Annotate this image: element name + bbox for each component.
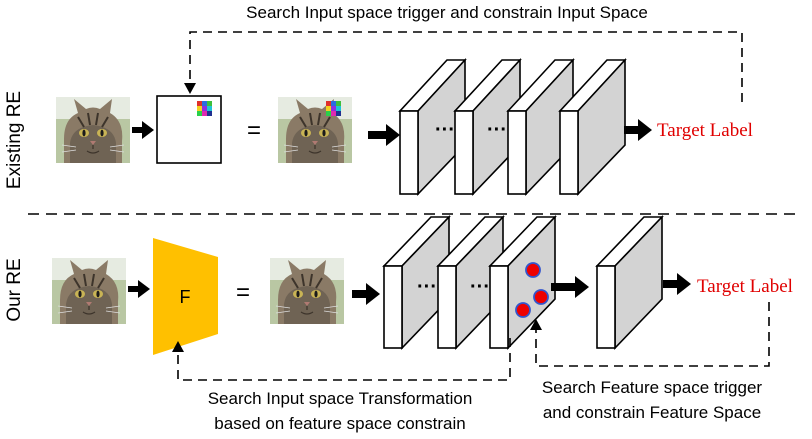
cat-image-input-top — [55, 96, 131, 164]
bottom-caption-right-line1: Search Feature space trigger — [542, 378, 763, 397]
right-arrow-icon — [128, 280, 150, 298]
bottom-caption-left-line1: Search Input space Transformation — [208, 389, 473, 408]
ellipsis-bottom-2: ··· — [470, 276, 490, 298]
equals-sign-top: = — [247, 117, 261, 144]
network-layer-bottom-4 — [595, 215, 664, 350]
bottom-feedback-arrowhead-left — [172, 341, 184, 352]
feature-trigger-dot — [515, 302, 531, 318]
network-layer-bottom-1 — [382, 215, 451, 350]
row-label-existing: Existing RE — [4, 91, 25, 189]
row-label-ours: Our RE — [4, 258, 25, 321]
transformation-block-F — [153, 238, 218, 355]
top-caption: Search Input space trigger and constrain… — [246, 3, 648, 22]
bottom-feedback-dashed-line-right — [535, 302, 770, 367]
right-arrow-icon — [551, 276, 589, 298]
bottom-caption-left-line2: based on feature space constrain — [214, 414, 465, 433]
ellipsis-top-1: ··· — [435, 119, 455, 141]
right-arrow-icon — [368, 124, 400, 146]
ellipsis-bottom-1: ··· — [417, 276, 437, 298]
network-layer-top-4 — [558, 57, 627, 196]
trigger-patch-on-image-icon — [326, 101, 341, 116]
top-feedback-dashed-line — [189, 31, 743, 102]
network-layer-top-1 — [398, 57, 467, 196]
right-arrow-icon — [132, 121, 154, 139]
trigger-patch-icon — [197, 101, 212, 116]
bottom-feedback-arrowhead-right — [530, 319, 542, 330]
target-label-bottom: Target Label — [697, 276, 793, 297]
cat-image-transformed-bottom — [269, 257, 345, 325]
right-arrow-icon — [624, 119, 652, 141]
right-arrow-icon — [663, 273, 691, 295]
feature-trigger-dot — [525, 262, 541, 278]
bottom-feedback-dashed-line-left — [177, 338, 511, 381]
top-feedback-arrowhead — [184, 83, 196, 94]
transformation-label: F — [180, 287, 191, 307]
network-layer-top-2 — [453, 57, 522, 196]
cat-image-input-bottom — [51, 257, 127, 325]
equals-sign-bottom: = — [236, 279, 250, 306]
target-label-top: Target Label — [657, 120, 753, 141]
bottom-caption-right-line2: and constrain Feature Space — [543, 403, 761, 422]
right-arrow-icon — [352, 283, 380, 305]
feature-trigger-dot — [533, 289, 549, 305]
ellipsis-top-2: ··· — [487, 119, 507, 141]
